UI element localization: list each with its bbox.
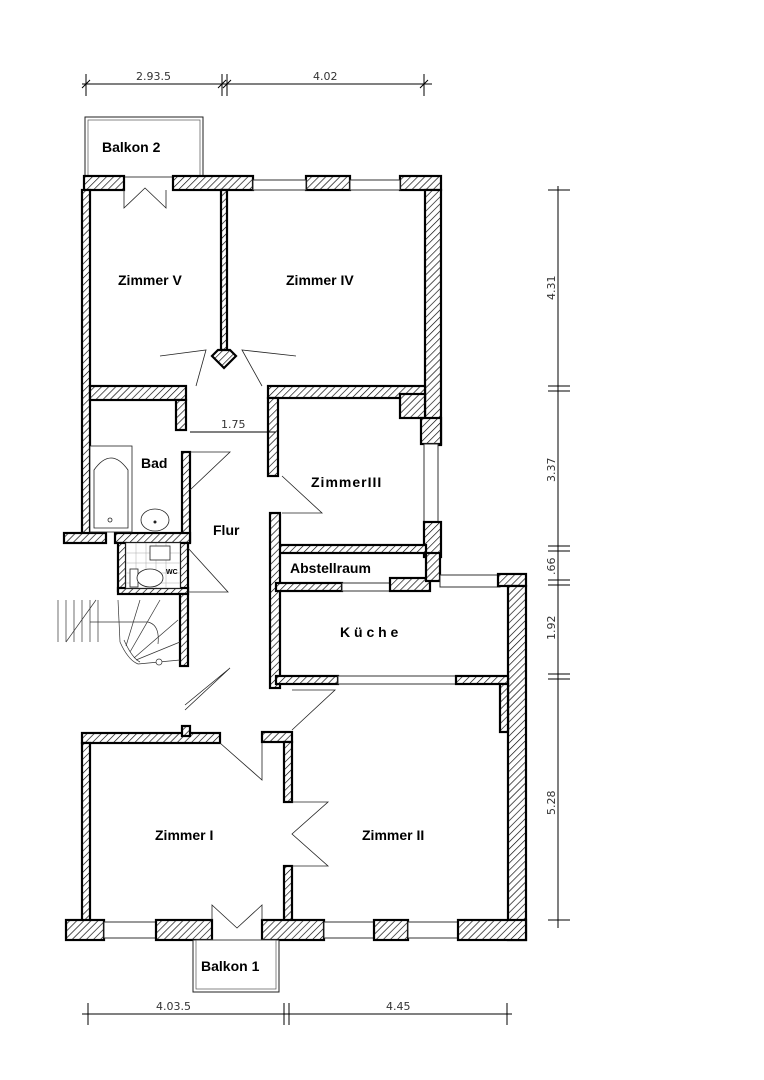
- sink-icon: [140, 508, 170, 532]
- room-label-zimmer-4: Zimmer IV: [286, 272, 354, 288]
- dimension-right: [548, 186, 570, 928]
- room-label-balkon-1: Balkon 1: [201, 958, 260, 974]
- staircase: [57, 599, 181, 666]
- dim-right-5: 5.28: [545, 791, 558, 816]
- dimension-bottom: [82, 1003, 512, 1025]
- dim-right-2: 3.37: [545, 458, 558, 483]
- dimension-labels: 2.93.5 4.02 4.03.5 4.45 1.75 4.31 3.37 .…: [136, 70, 558, 1013]
- room-label-zimmer-2: Zimmer II: [362, 827, 424, 843]
- balcony-2: [84, 116, 204, 178]
- toilet-icon: [129, 568, 164, 588]
- room-labels: Balkon 2 Zimmer V Zimmer IV Bad Flur Zim…: [102, 139, 424, 974]
- room-label-abstellraum: Abstellraum: [290, 560, 371, 576]
- room-label-kueche: K ü c h e: [340, 624, 399, 640]
- walls: [62, 174, 528, 942]
- room-label-zimmer-3: ZimmerIII: [311, 474, 382, 490]
- dim-right-3: .66: [545, 558, 558, 576]
- door-swings: [159, 349, 337, 929]
- room-label-flur: Flur: [213, 522, 240, 538]
- dim-right-4: 1.92: [545, 616, 558, 641]
- wc-room: WC: [125, 542, 181, 589]
- dim-top-1: 2.93.5: [136, 70, 171, 83]
- dim-top-2: 4.02: [313, 70, 338, 83]
- bathtub-icon: [89, 445, 133, 533]
- dim-bottom-2: 4.45: [386, 1000, 411, 1013]
- wc-label: WC: [166, 569, 178, 576]
- dim-right-1: 4.31: [545, 276, 558, 301]
- room-label-bad: Bad: [141, 455, 167, 471]
- wc-sink-icon: [149, 545, 171, 561]
- dimension-top: [81, 74, 432, 96]
- dim-bottom-1: 4.03.5: [156, 1000, 191, 1013]
- room-label-zimmer-1: Zimmer I: [155, 827, 213, 843]
- room-label-balkon-2: Balkon 2: [102, 139, 161, 155]
- dim-hall-width: 1.75: [221, 418, 246, 431]
- balcony-1: [192, 939, 280, 993]
- room-label-zimmer-5: Zimmer V: [118, 272, 182, 288]
